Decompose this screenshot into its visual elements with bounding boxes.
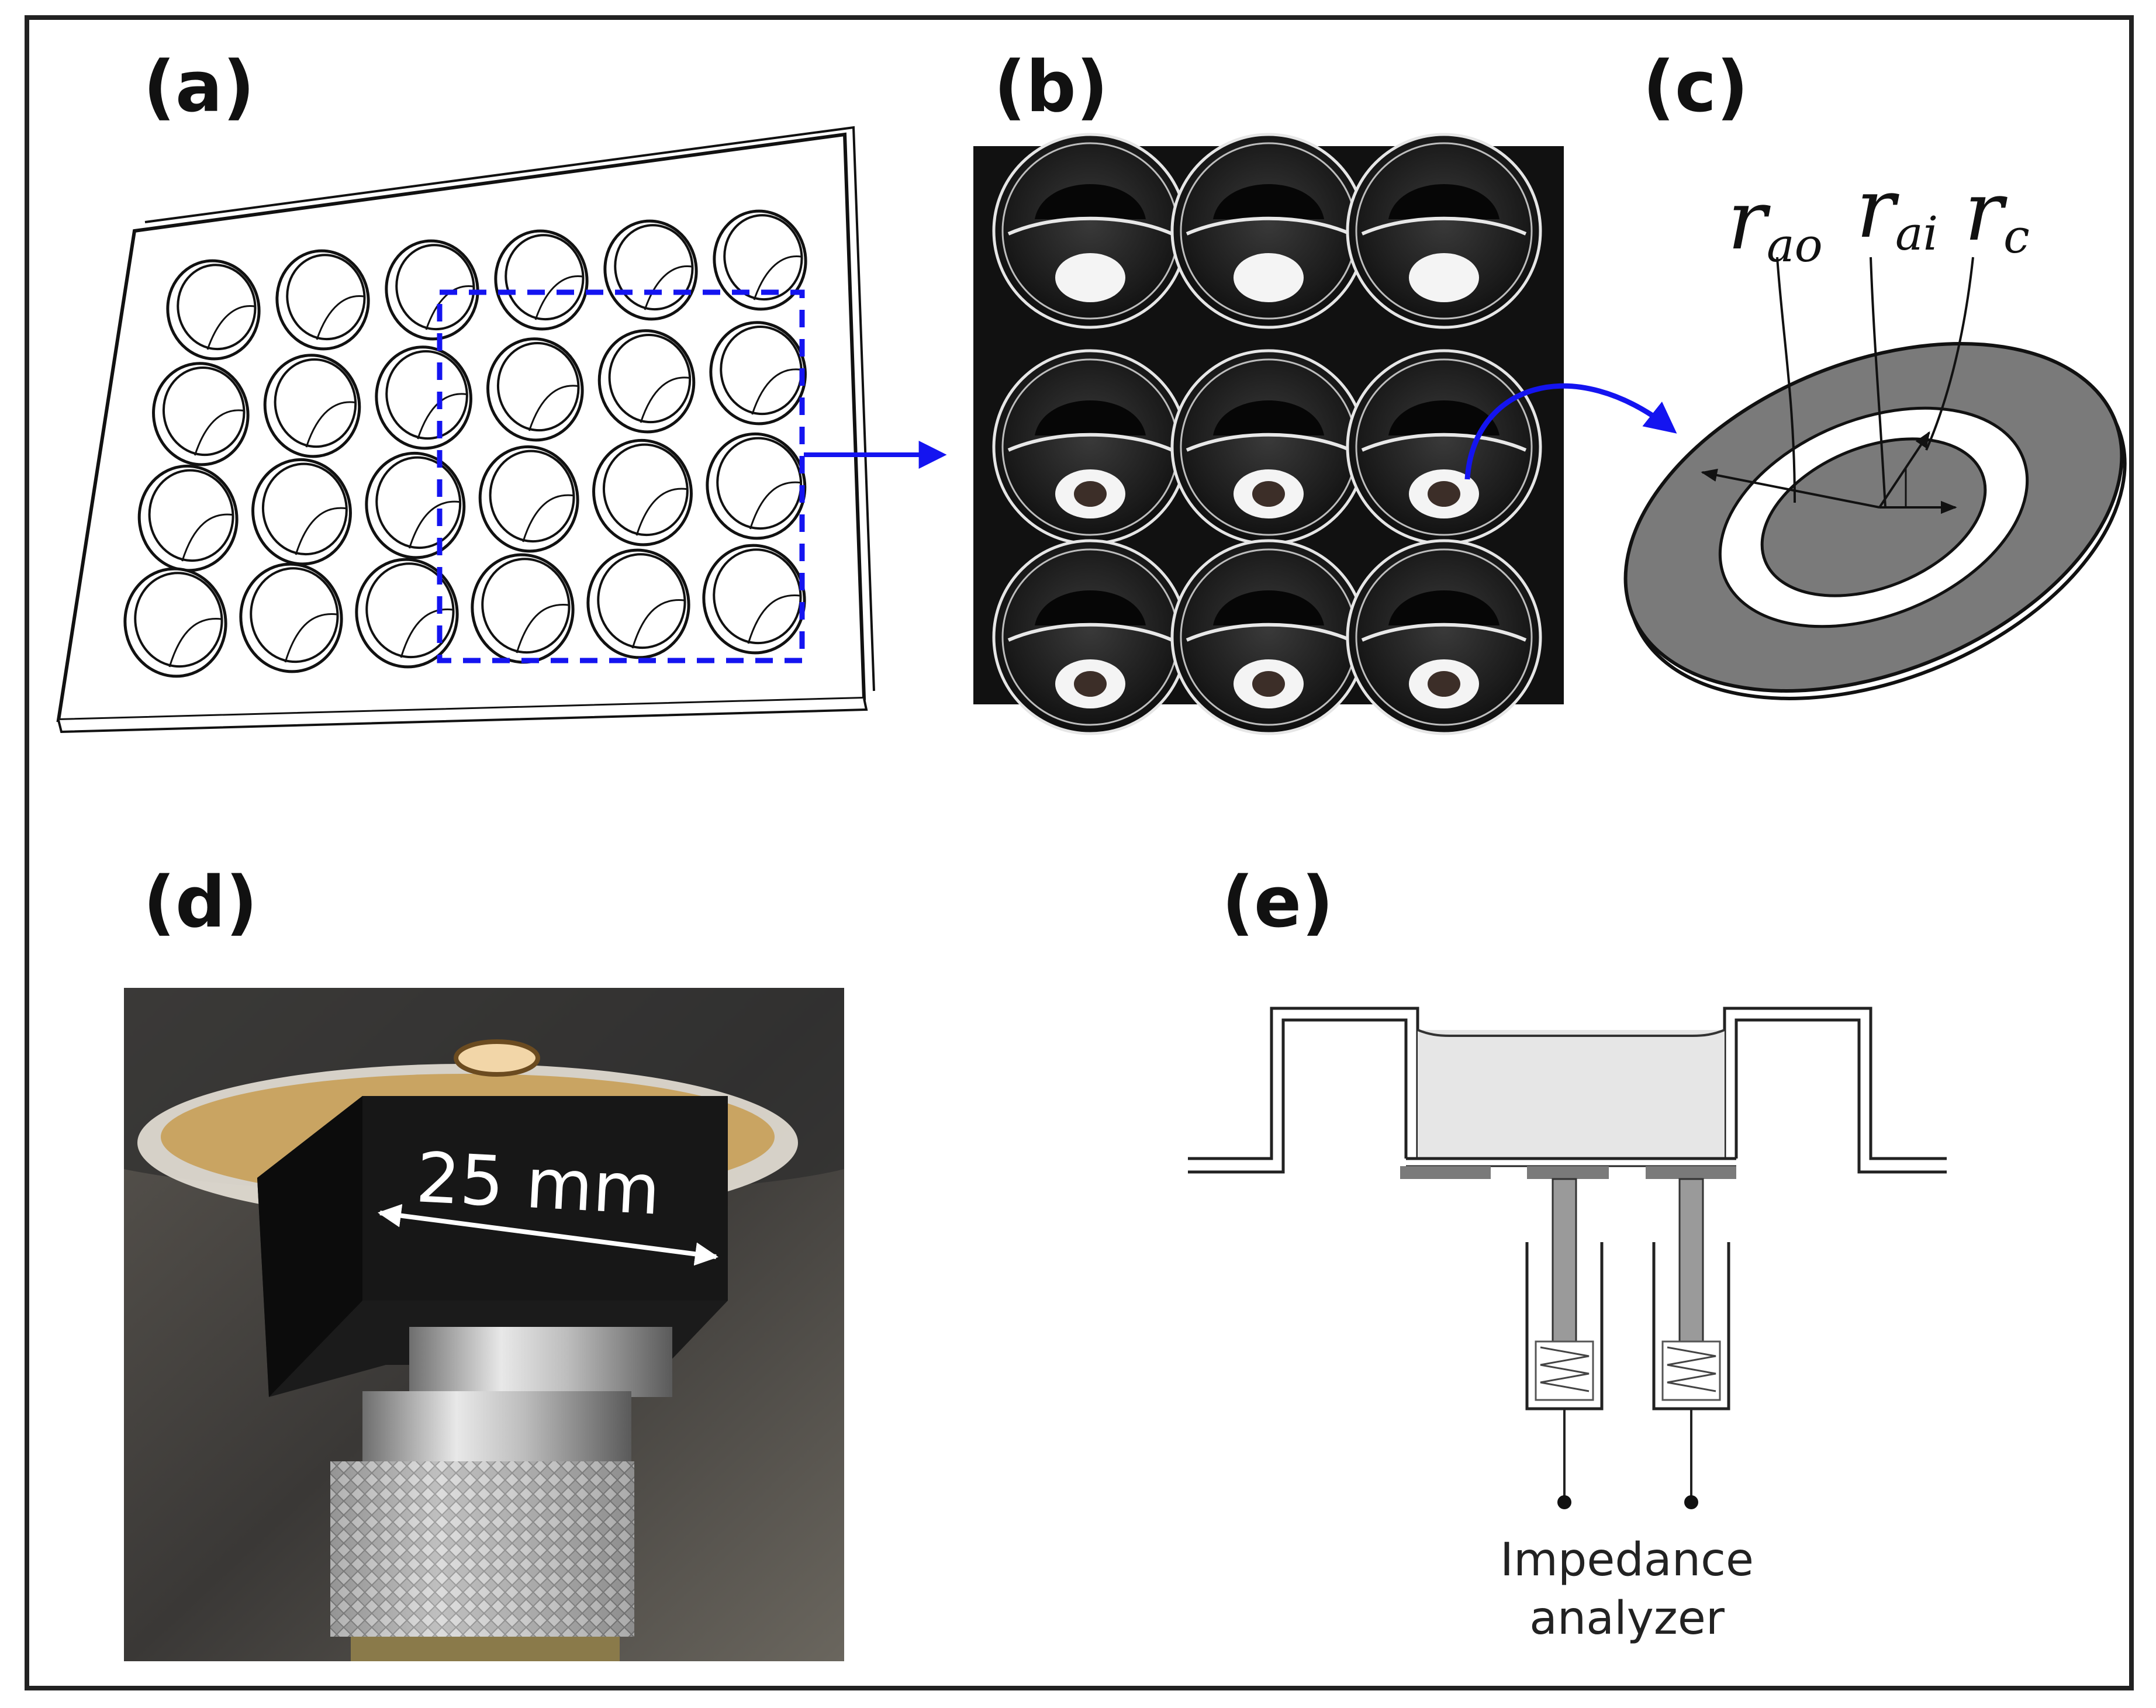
cross-section-diagram [1188, 1007, 1947, 1509]
electrode-right [1646, 1166, 1736, 1179]
plate-well [263, 354, 361, 458]
electrode-left [1400, 1166, 1491, 1179]
photo-well [1170, 349, 1367, 545]
plate-well [375, 345, 472, 450]
arrow-b-to-c [1464, 383, 1677, 480]
plate-well [709, 321, 807, 426]
plate-well [355, 558, 459, 669]
outer-frame [25, 15, 2134, 1690]
electrode-center [1527, 1166, 1609, 1179]
photo-well [1346, 539, 1542, 735]
inner-cathode-disc [1760, 437, 1987, 597]
photo-well [1346, 349, 1542, 545]
well-photo [973, 133, 1564, 735]
plate-well [597, 329, 696, 434]
spring-probe-left [1525, 1178, 1604, 1509]
plate-well [494, 229, 589, 331]
well-liquid [1418, 1030, 1725, 1159]
photo-well [992, 349, 1188, 545]
impedance-label-line2: analyzer [1529, 1592, 1725, 1645]
panel-c-label: (c) [1643, 47, 1749, 128]
dimension-label: 25 mm [414, 1137, 662, 1230]
photo-well [1170, 539, 1367, 735]
well-plate-drawing [56, 126, 875, 734]
plate-well [706, 432, 807, 540]
label-r-c: rc [1964, 164, 2030, 264]
plate-well [239, 562, 343, 673]
plate-well [275, 249, 370, 351]
plate-well [152, 362, 250, 466]
plate-well [586, 548, 690, 659]
photo-well [1170, 133, 1367, 329]
plate-well [702, 544, 806, 655]
panel-b-label: (b) [994, 47, 1108, 128]
plate-well [478, 445, 579, 553]
electrode-diagram [1623, 257, 2127, 700]
photo-well [1346, 133, 1542, 329]
panel-e-label: (e) [1222, 862, 1333, 943]
label-r-ai: rai [1856, 161, 1938, 261]
plate-well [137, 464, 239, 572]
dimension-arrow [378, 1204, 718, 1266]
label-r-ao: rao [1727, 173, 1823, 272]
photo-well [992, 539, 1188, 735]
impedance-label-line1: Impedance [1500, 1534, 1754, 1586]
selection-box [437, 289, 805, 663]
plate-well [166, 259, 261, 361]
plate-well [486, 337, 584, 442]
plate-well [251, 458, 352, 566]
spring-probe-right [1652, 1178, 1730, 1509]
photo-well [992, 133, 1188, 329]
sensor-photo [124, 988, 844, 1661]
panel-a-label: (a) [143, 47, 255, 128]
plate-well [123, 567, 227, 678]
plate-well [713, 209, 807, 311]
plate-well [592, 438, 693, 547]
panel-d-label: (d) [143, 862, 258, 943]
